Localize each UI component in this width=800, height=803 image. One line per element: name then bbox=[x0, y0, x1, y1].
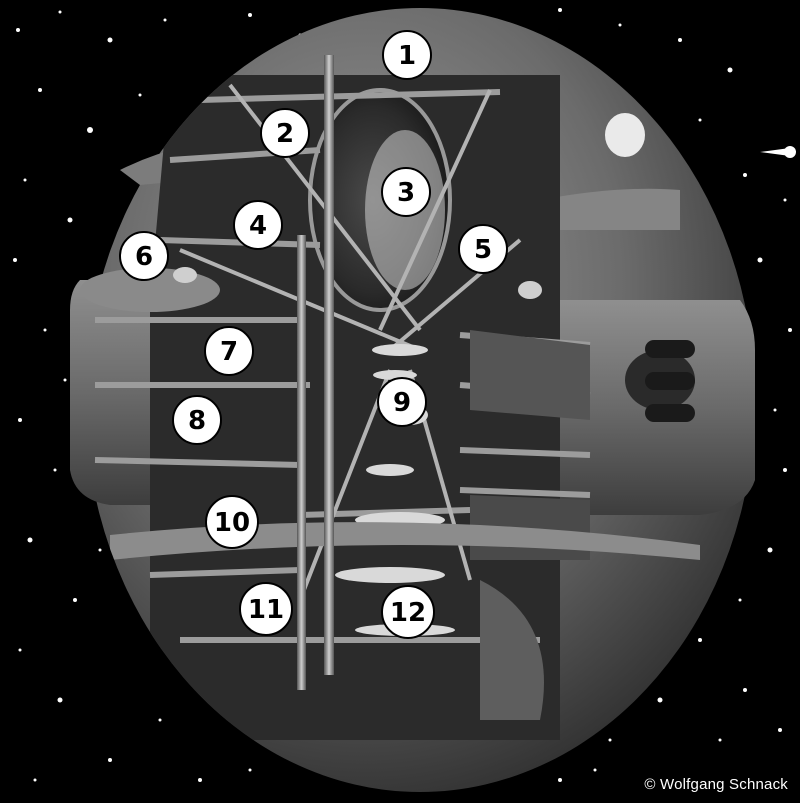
section-label-5: 5 bbox=[458, 224, 508, 274]
section-label-3: 3 bbox=[381, 167, 431, 217]
section-label-8-text: 8 bbox=[188, 406, 206, 436]
section-label-9: 9 bbox=[377, 377, 427, 427]
section-label-2-text: 2 bbox=[276, 119, 294, 149]
cutaway-interior bbox=[94, 75, 700, 740]
starfield bbox=[13, 8, 792, 782]
section-label-7-text: 7 bbox=[220, 337, 238, 367]
section-label-4-text: 4 bbox=[249, 211, 267, 241]
section-label-1: 1 bbox=[382, 30, 432, 80]
section-label-7: 7 bbox=[204, 326, 254, 376]
section-label-2: 2 bbox=[260, 108, 310, 158]
section-label-6: 6 bbox=[119, 231, 169, 281]
vertical-shafts bbox=[297, 55, 334, 690]
section-label-4: 4 bbox=[233, 200, 283, 250]
left-pod bbox=[80, 267, 542, 312]
section-label-1-text: 1 bbox=[398, 41, 416, 71]
section-label-12: 12 bbox=[381, 585, 435, 639]
section-label-11: 11 bbox=[239, 582, 293, 636]
section-label-5-text: 5 bbox=[474, 235, 492, 265]
section-label-12-text: 12 bbox=[390, 598, 426, 628]
section-label-3-text: 3 bbox=[397, 178, 415, 208]
section-labels: 1 2 3 4 5 6 7 bbox=[119, 30, 508, 639]
section-label-10: 10 bbox=[205, 495, 259, 549]
bright-star bbox=[760, 146, 796, 158]
section-label-6-text: 6 bbox=[135, 242, 153, 272]
section-label-11-text: 11 bbox=[248, 595, 284, 625]
section-label-9-text: 9 bbox=[393, 388, 411, 418]
copyright-credit: © Wolfgang Schnack bbox=[644, 776, 788, 793]
section-label-10-text: 10 bbox=[214, 508, 250, 538]
section-label-8: 8 bbox=[172, 395, 222, 445]
